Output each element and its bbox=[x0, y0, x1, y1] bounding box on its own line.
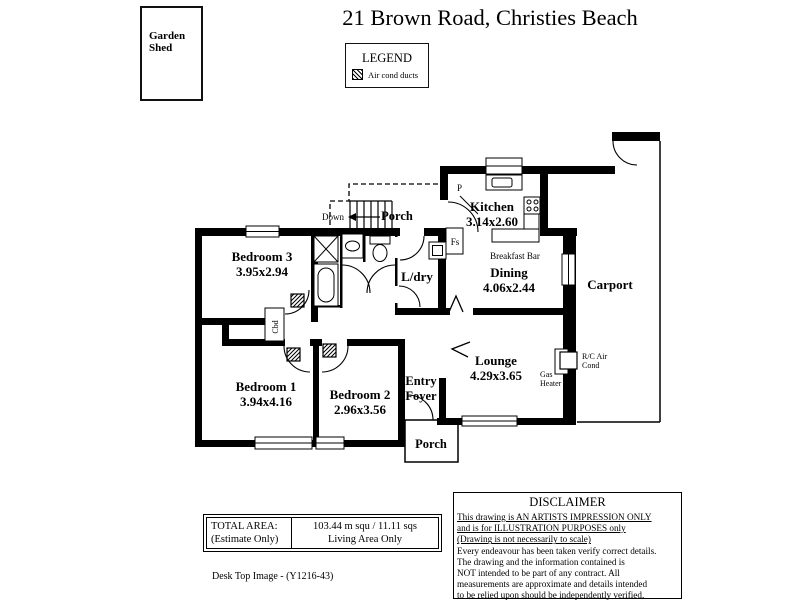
disclaimer-line: (Drawing is not necessarily to scale) bbox=[457, 534, 591, 545]
garden-shed-box: Garden Shed bbox=[140, 6, 203, 101]
door-laundry bbox=[398, 285, 421, 308]
label-bedroom1-dims: 3.94x4.16 bbox=[240, 394, 293, 409]
label-porch-top: Porch bbox=[381, 209, 413, 223]
disclaimer-box: DISCLAIMER This drawing is AN ARTISTS IM… bbox=[453, 492, 682, 600]
label-dining: Dining bbox=[490, 265, 528, 280]
duct-bedroom2 bbox=[322, 343, 337, 358]
door-swings bbox=[283, 140, 638, 421]
shower bbox=[313, 235, 339, 263]
fixtures bbox=[264, 174, 578, 375]
porch-bottom-outline bbox=[404, 419, 459, 463]
pantry-corner-line bbox=[459, 195, 479, 215]
stove-cooktop bbox=[523, 196, 541, 215]
total-area-label-line1: TOTAL AREA: bbox=[211, 521, 278, 532]
total-area-value-line1: 103.44 m squ / 11.11 sqs bbox=[313, 521, 417, 532]
label-rc-air-line2: Cond bbox=[582, 361, 599, 370]
total-area-label-line2: (Estimate Only) bbox=[211, 534, 279, 545]
gas-heater-unit bbox=[554, 348, 578, 375]
legend-title: LEGEND bbox=[362, 51, 412, 65]
label-kitchen: Kitchen bbox=[470, 199, 515, 214]
disclaimer-line: NOT intended to be part of any contract.… bbox=[457, 568, 620, 579]
footer-note: Desk Top Image - (Y1216-43) bbox=[212, 571, 334, 582]
down-arrow-icon bbox=[348, 213, 380, 221]
garden-shed-label-line2: Shed bbox=[149, 42, 173, 54]
carport-outline bbox=[577, 141, 661, 423]
door-wc bbox=[366, 264, 396, 294]
opening-zigzag bbox=[450, 341, 471, 358]
air-duct-hatch-icon bbox=[352, 69, 363, 80]
label-dining-dims: 4.06x2.44 bbox=[483, 280, 536, 295]
label-cupboard: Cbd bbox=[271, 320, 280, 333]
vanity-basin bbox=[341, 233, 364, 259]
windows bbox=[245, 157, 576, 450]
label-bedroom2: Bedroom 2 bbox=[330, 387, 391, 402]
disclaimer-line: Every endeavour has been taken verify co… bbox=[457, 545, 657, 556]
bathtub bbox=[313, 263, 339, 307]
door-bedroom3 bbox=[284, 289, 310, 315]
window-bedroom3 bbox=[245, 225, 280, 238]
total-area-table: TOTAL AREA: (Estimate Only) 103.44 m squ… bbox=[203, 514, 442, 552]
door-front-entry bbox=[407, 394, 434, 421]
disclaimer-line: The drawing and the information containe… bbox=[457, 556, 625, 567]
door-kitchen bbox=[447, 201, 479, 233]
label-fridge-space: Fs bbox=[451, 237, 460, 247]
toilet bbox=[369, 235, 391, 262]
label-pantry: P bbox=[457, 183, 462, 193]
cupboard-box bbox=[264, 307, 285, 342]
window-kitchen bbox=[485, 157, 523, 175]
disclaimer-title: DISCLAIMER bbox=[529, 495, 606, 509]
label-down: Down bbox=[322, 212, 344, 222]
door-bedroom1 bbox=[283, 345, 311, 373]
door-rear-porch bbox=[399, 235, 425, 261]
label-lounge-dims: 4.29x3.65 bbox=[470, 368, 523, 383]
label-bedroom1: Bedroom 1 bbox=[236, 379, 297, 394]
total-area-label-cell: TOTAL AREA: (Estimate Only) bbox=[207, 518, 292, 548]
door-carport-gate bbox=[612, 140, 638, 166]
label-bedroom2-dims: 2.96x3.56 bbox=[334, 402, 387, 417]
page-title: 21 Brown Road, Christies Beach bbox=[342, 5, 638, 30]
kitchen-sink bbox=[485, 174, 523, 191]
duct-hall bbox=[290, 293, 305, 308]
breakfast-bar-counter bbox=[491, 213, 540, 243]
garden-shed-label-line1: Garden bbox=[149, 30, 186, 42]
window-dining bbox=[561, 253, 576, 286]
label-porch-bottom: Porch bbox=[415, 437, 447, 451]
disclaimer-line: and is for ILLUSTRATION PURPOSES only bbox=[457, 523, 626, 534]
total-area-value-line2: Living Area Only bbox=[327, 534, 403, 545]
total-area-value-cell: 103.44 m squ / 11.11 sqs Living Area Onl… bbox=[292, 518, 438, 548]
opening-caret bbox=[448, 294, 464, 313]
window-bedroom2 bbox=[315, 436, 345, 450]
legend-item-label: Air cond ducts bbox=[368, 69, 419, 80]
label-laundry: L/dry bbox=[401, 269, 433, 284]
label-bedroom3-dims: 3.95x2.94 bbox=[236, 264, 289, 279]
label-rc-air-line1: R/C Air bbox=[582, 352, 607, 361]
label-breakfast-bar: Breakfast Bar bbox=[490, 251, 540, 261]
label-entry-line1: Entry bbox=[405, 374, 437, 388]
disclaimer-line: measurements are approximate and details… bbox=[457, 579, 648, 590]
window-bedroom1 bbox=[254, 436, 313, 450]
label-kitchen-dims: 3.14x2.60 bbox=[466, 214, 518, 229]
legend-box: LEGEND Air cond ducts bbox=[345, 43, 429, 88]
label-gas-heater-line1: Gas bbox=[540, 370, 552, 379]
laundry-trough bbox=[428, 241, 447, 260]
label-bedroom3: Bedroom 3 bbox=[232, 249, 293, 264]
duct-bedroom1 bbox=[286, 347, 301, 362]
label-lounge: Lounge bbox=[475, 353, 517, 368]
air-cond-ducts bbox=[286, 293, 337, 362]
label-entry-line2: Foyer bbox=[405, 389, 437, 403]
door-bedroom2 bbox=[321, 345, 349, 373]
door-bathroom bbox=[341, 264, 371, 294]
window-lounge bbox=[461, 415, 518, 427]
disclaimer-line: to be relied upon should be independentl… bbox=[457, 590, 645, 600]
fridge-space-box bbox=[445, 227, 464, 255]
label-carport: Carport bbox=[587, 277, 633, 292]
disclaimer-line: This drawing is AN ARTISTS IMPRESSION ON… bbox=[457, 512, 652, 522]
label-gas-heater-line2: Heater bbox=[540, 379, 562, 388]
legend-item: Air cond ducts bbox=[352, 69, 428, 80]
